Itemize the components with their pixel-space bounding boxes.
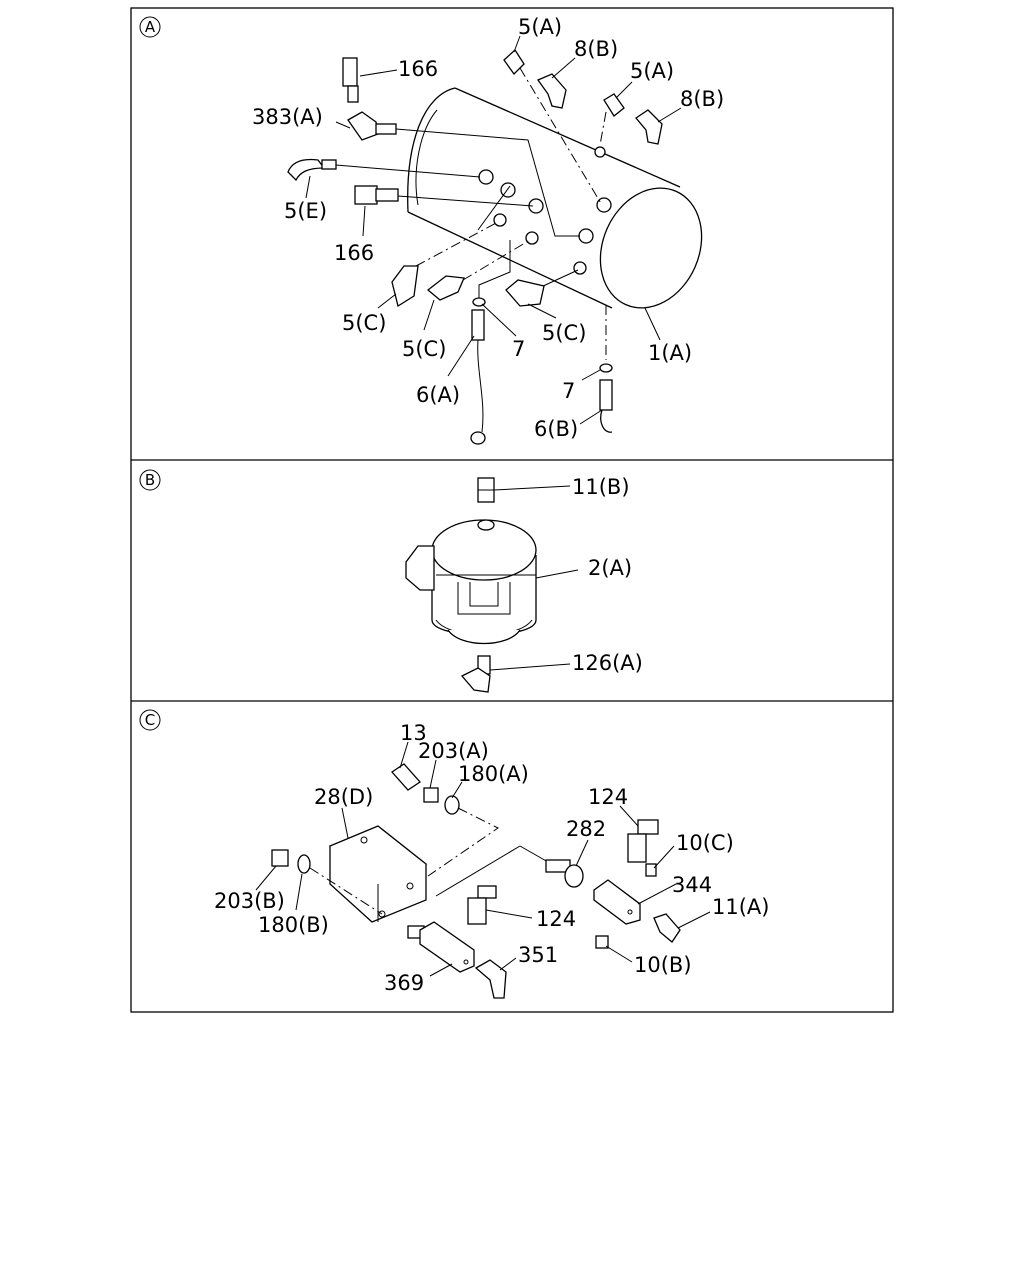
section-c: C xyxy=(139,709,769,999)
label-180b: 180(B) xyxy=(258,913,329,937)
air-tank-1a xyxy=(407,87,703,309)
section-b-badge-text: B xyxy=(145,471,155,489)
routing-lines-c xyxy=(309,807,549,915)
section-a-badge: A xyxy=(139,16,161,38)
section-b: B 11(B) 2(A) 126(A) xyxy=(139,469,643,693)
block-344 xyxy=(593,879,641,925)
section-b-leaders xyxy=(489,485,579,671)
label-11b: 11(B) xyxy=(572,475,630,499)
switch-124-mid xyxy=(467,885,497,925)
label-5e: 5(E) xyxy=(284,199,327,223)
fitting-11a xyxy=(653,913,681,943)
label-203a: 203(A) xyxy=(418,739,489,763)
air-dryer-2a xyxy=(405,519,537,645)
nut-203b xyxy=(271,849,289,867)
section-c-badge: C xyxy=(139,709,161,731)
label-10b: 10(B) xyxy=(634,953,692,977)
washer-180b xyxy=(297,854,311,874)
label-6b: 6(B) xyxy=(534,417,578,441)
plug-10c xyxy=(645,863,657,877)
label-282: 282 xyxy=(566,817,606,841)
nut-203a xyxy=(423,787,439,803)
elbow-126a xyxy=(460,655,491,693)
label-8b-2: 8(B) xyxy=(680,87,724,111)
elbow-5c-mid xyxy=(426,275,465,301)
section-a-routing-lines xyxy=(335,67,607,360)
section-a: A xyxy=(139,15,724,445)
label-7-1: 7 xyxy=(512,337,525,361)
label-124-mid: 124 xyxy=(536,907,576,931)
switch-124-top xyxy=(627,819,659,863)
section-a-leaders xyxy=(305,35,682,425)
sensor-6a xyxy=(470,309,486,445)
label-5c-3: 5(C) xyxy=(542,321,586,345)
fitting-8b-top xyxy=(537,73,567,109)
label-13: 13 xyxy=(400,721,427,745)
block-369 xyxy=(407,921,475,973)
elbow-5c-right xyxy=(505,279,545,307)
section-c-badge-text: C xyxy=(145,711,155,729)
elbow-5c-left xyxy=(391,265,419,308)
sensor-166-top xyxy=(342,57,359,103)
label-369: 369 xyxy=(384,971,424,995)
bolt-282 xyxy=(545,859,584,888)
label-5c-2: 5(C) xyxy=(402,337,446,361)
spacer-13 xyxy=(391,763,421,791)
diagram-frame xyxy=(130,7,894,1013)
label-11a: 11(A) xyxy=(712,895,769,919)
label-166-top: 166 xyxy=(398,57,438,81)
label-6a: 6(A) xyxy=(416,383,460,407)
tee-383a xyxy=(347,111,397,141)
washer-180a xyxy=(444,795,460,815)
elbow-5e xyxy=(287,158,337,182)
label-5a-1: 5(A) xyxy=(518,15,562,39)
label-180a: 180(A) xyxy=(458,762,529,786)
fitting-351 xyxy=(474,959,507,999)
label-5c-1: 5(C) xyxy=(342,311,386,335)
section-a-badge-text: A xyxy=(145,18,156,36)
label-203b: 203(B) xyxy=(214,889,285,913)
label-126a: 126(A) xyxy=(572,651,643,675)
washer-7-bottom xyxy=(599,363,613,373)
fitting-11b xyxy=(477,477,495,503)
label-2a: 2(A) xyxy=(588,556,632,580)
label-10c: 10(C) xyxy=(676,831,734,855)
label-1a: 1(A) xyxy=(648,341,692,365)
label-351: 351 xyxy=(518,943,558,967)
label-5a-2: 5(A) xyxy=(630,59,674,83)
label-28d: 28(D) xyxy=(314,785,373,809)
label-124-top: 124 xyxy=(588,785,628,809)
section-c-leaders xyxy=(255,741,711,977)
label-383a: 383(A) xyxy=(252,105,323,129)
plug-10b xyxy=(595,935,609,949)
fitting-5a-top xyxy=(503,49,525,76)
label-8b-1: 8(B) xyxy=(574,37,618,61)
fitting-5a-right xyxy=(603,93,625,117)
fitting-8b-right xyxy=(635,109,663,145)
label-7-2: 7 xyxy=(562,379,575,403)
sensor-166-bottom xyxy=(354,185,399,205)
label-344: 344 xyxy=(672,873,712,897)
fitting-6b xyxy=(599,379,613,433)
label-166-bottom: 166 xyxy=(334,241,374,265)
bracket-28d xyxy=(328,825,428,923)
section-b-badge: B xyxy=(139,469,161,491)
